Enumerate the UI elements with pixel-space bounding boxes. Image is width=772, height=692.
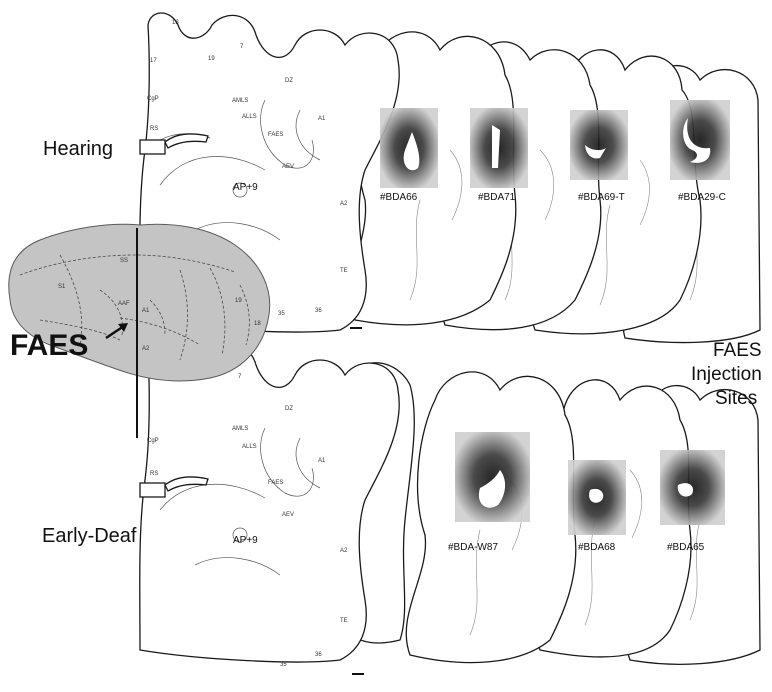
title-line-3: Sites bbox=[715, 388, 757, 409]
case-label-bda-w87: #BDA-W87 bbox=[448, 542, 498, 553]
area-label-a1: A1 bbox=[318, 116, 326, 122]
area-label-faes: FAES bbox=[268, 132, 283, 138]
inset-area-19: 19 bbox=[235, 298, 242, 304]
ap-label-hearing: AP+9 bbox=[233, 182, 258, 193]
injection-site-bda66 bbox=[380, 108, 438, 188]
area-label-amls: AMLS bbox=[232, 98, 248, 104]
inset-area-ss: SS bbox=[120, 258, 128, 264]
area-label-rs: RS bbox=[150, 471, 158, 477]
scale-bar-deaf bbox=[352, 673, 364, 675]
injection-site-bda71 bbox=[470, 108, 528, 188]
area-label-36: 36 bbox=[315, 308, 322, 314]
area-label-te: TE bbox=[340, 618, 348, 624]
area-label-rs: RS bbox=[150, 126, 158, 132]
title-line-2: Injection bbox=[691, 364, 762, 385]
inset-area-a1: A1 bbox=[142, 308, 150, 314]
area-label-dz: DZ bbox=[285, 78, 293, 84]
injection-site-bda69-t bbox=[570, 110, 628, 180]
case-label-bda71: #BDA71 bbox=[478, 192, 516, 203]
case-label-bda29-c: #BDA29-C bbox=[678, 192, 726, 203]
group-label-early-deaf: Early-Deaf bbox=[42, 525, 137, 547]
injection-site-bda65 bbox=[660, 450, 725, 525]
area-label-36: 36 bbox=[315, 652, 322, 658]
injection-site-bda68 bbox=[568, 460, 626, 535]
area-label-18: 18 bbox=[172, 20, 179, 26]
area-label-35: 35 bbox=[278, 311, 285, 317]
scale-bar-hearing bbox=[350, 327, 362, 329]
area-label-a1: A1 bbox=[318, 458, 326, 464]
area-label-dz: DZ bbox=[285, 406, 293, 412]
area-label-alls: ALLS bbox=[242, 444, 257, 450]
area-label-faes: FAES bbox=[268, 480, 283, 486]
case-label-bda68: #BDA68 bbox=[578, 542, 616, 553]
inset-area-a2: A2 bbox=[142, 346, 150, 352]
area-label-a2: A2 bbox=[340, 548, 348, 554]
inset-area-18: 18 bbox=[254, 321, 261, 327]
case-label-bda65: #BDA65 bbox=[667, 542, 705, 553]
early-deaf-row bbox=[140, 343, 760, 675]
inset-faes-label: FAES bbox=[10, 329, 88, 362]
area-label-cgp: CgP bbox=[147, 438, 159, 444]
area-label-a2: A2 bbox=[340, 201, 348, 207]
area-label-19: 19 bbox=[208, 56, 215, 62]
area-label-cgp: CgP bbox=[147, 96, 159, 102]
inset-area-aaf: AAF bbox=[118, 301, 130, 307]
area-label-17: 17 bbox=[150, 58, 157, 64]
ap-label-deaf: AP+9 bbox=[233, 535, 258, 546]
inset-area-s1: S1 bbox=[58, 284, 66, 290]
group-label-hearing: Hearing bbox=[43, 138, 113, 160]
injection-site-bda-w87 bbox=[455, 432, 530, 522]
area-label-te: TE bbox=[340, 268, 348, 274]
section-outline-deaf-front bbox=[140, 343, 399, 662]
area-label-alls: ALLS bbox=[242, 114, 257, 120]
area-label-35: 35 bbox=[280, 662, 287, 668]
injection-site-bda29-c bbox=[670, 100, 730, 180]
case-label-bda66: #BDA66 bbox=[380, 192, 418, 203]
area-label-aev: AEV bbox=[282, 164, 294, 170]
title-line-1: FAES bbox=[713, 340, 762, 361]
area-label-amls: AMLS bbox=[232, 426, 248, 432]
area-label-aev: AEV bbox=[282, 512, 294, 518]
case-label-bda69-t: #BDA69-T bbox=[578, 192, 625, 203]
